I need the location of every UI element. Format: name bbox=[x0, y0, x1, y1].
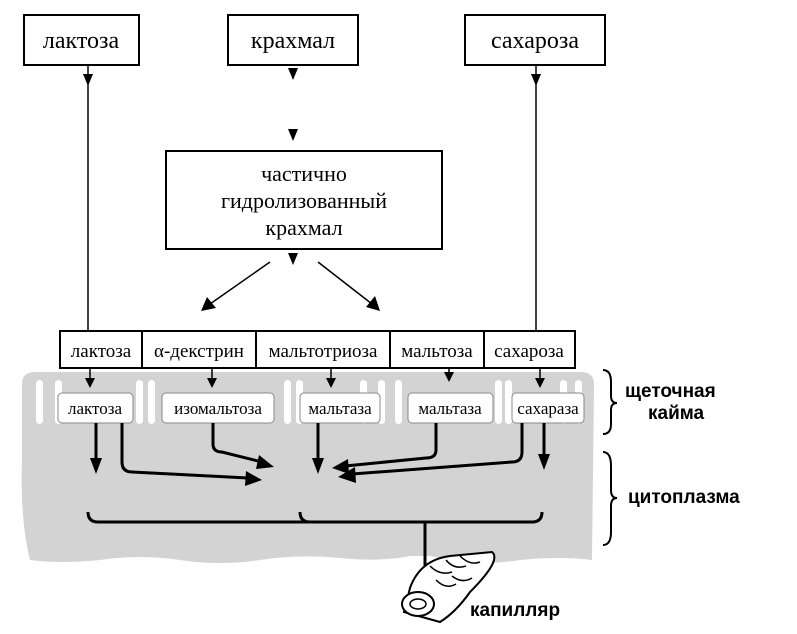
capillary-icon bbox=[401, 550, 496, 624]
source-starch-box: крахмал bbox=[227, 14, 359, 66]
substrate-alpha-dextrin: α-декстрин bbox=[154, 341, 244, 362]
partial-starch-line-1: частично bbox=[261, 161, 347, 186]
top-arrows bbox=[83, 65, 541, 332]
capillary-label: капилляр bbox=[470, 600, 560, 621]
substrate-to-enzyme-arrows bbox=[85, 368, 545, 388]
enzyme-sucrase: сахараза bbox=[517, 399, 579, 418]
enzyme-lactase: лактоза bbox=[68, 399, 122, 418]
cytoplasm-label: цитоплазма bbox=[628, 487, 740, 508]
brush-border-label-2: кайма bbox=[648, 403, 705, 424]
enzyme-boxes: лактоза изомальтоза мальтаза мальтаза са… bbox=[57, 392, 585, 424]
right-braces bbox=[602, 369, 618, 546]
source-starch-label: крахмал bbox=[251, 28, 335, 54]
partial-starch-line-2: гидролизованный bbox=[221, 188, 387, 213]
substrate-maltotriose: мальтотриоза bbox=[269, 341, 378, 362]
enzyme-isomaltase: изомальтоза bbox=[174, 399, 262, 418]
source-lactose-box: лактоза bbox=[23, 14, 140, 66]
substrate-sucrose: сахароза bbox=[494, 341, 564, 362]
source-sucrose-label: сахароза bbox=[491, 28, 579, 54]
substrate-lactose: лактоза bbox=[71, 341, 132, 362]
enzyme-maltase-2: мальтаза bbox=[418, 399, 482, 418]
brush-border-label-1: щеточная bbox=[625, 381, 716, 402]
partial-starch-line-3: крахмал bbox=[265, 215, 342, 240]
substrate-maltose: мальтоза bbox=[401, 341, 473, 362]
partial-starch-box: частично гидролизованный крахмал bbox=[165, 150, 443, 250]
enzyme-maltase-1: мальтаза bbox=[308, 399, 372, 418]
source-lactose-label: лактоза bbox=[43, 28, 120, 54]
source-sucrose-box: сахароза bbox=[464, 14, 606, 66]
product-arrows bbox=[90, 423, 550, 486]
substrate-row: лактоза α-декстрин мальтотриоза мальтоза… bbox=[59, 330, 576, 369]
